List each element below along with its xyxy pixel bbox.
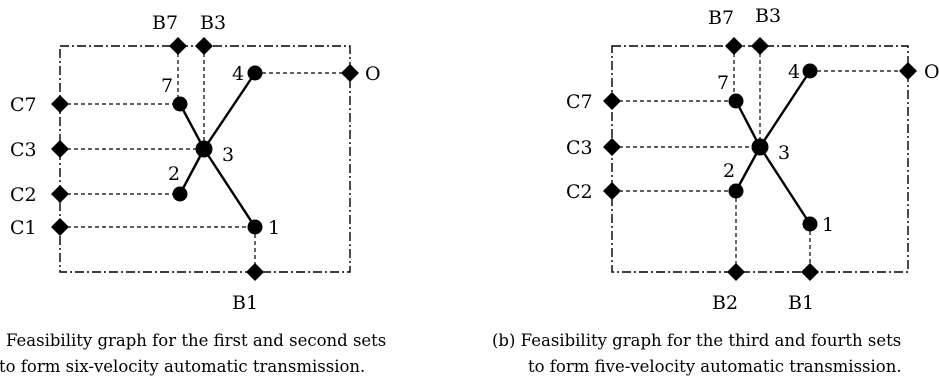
label-B2: B2 (712, 292, 738, 314)
label-O: O (365, 63, 381, 85)
label-node-1: 1 (268, 217, 280, 239)
node-3 (195, 140, 213, 158)
node-4 (247, 65, 263, 81)
node-1 (802, 216, 818, 232)
label-node-2: 2 (723, 160, 735, 182)
caption-a-line1: (a) Feasibility graph for the first and … (0, 331, 386, 350)
label-C1: C1 (10, 217, 37, 239)
node-2 (728, 183, 744, 199)
diamond-C1 (51, 218, 69, 236)
nodes (728, 63, 818, 232)
diagram-b: B7 B3 O C7 C3 C2 7 4 3 2 1 B2 B1 (b) Fea… (492, 5, 939, 376)
label-node-1: 1 (822, 214, 834, 236)
diamond-B7 (725, 37, 743, 55)
diamond-B7 (169, 37, 187, 55)
node-1 (247, 219, 263, 235)
ground-frame (59, 45, 351, 273)
label-C2: C2 (10, 184, 37, 206)
diamond-C3 (603, 138, 621, 156)
caption-b-line2: to form five-velocity automatic transmis… (528, 357, 902, 376)
label-C2: C2 (566, 181, 593, 203)
label-B3: B3 (755, 5, 781, 27)
label-C3: C3 (566, 137, 593, 159)
label-node-3: 3 (778, 142, 790, 164)
label-B1: B1 (232, 292, 258, 314)
diamond-C2 (603, 182, 621, 200)
diamond-C7 (51, 95, 69, 113)
lever-lines (178, 72, 257, 228)
element-diamonds (51, 37, 359, 281)
label-C7: C7 (566, 91, 593, 113)
node-7 (172, 96, 188, 112)
label-node-2: 2 (168, 163, 180, 185)
ground-frame (611, 45, 909, 273)
diamond-B2 (727, 263, 745, 281)
label-C7: C7 (10, 94, 37, 116)
node-4 (802, 63, 818, 79)
caption-b-line1: (b) Feasibility graph for the third and … (492, 331, 901, 350)
node-2 (172, 186, 188, 202)
diamond-B1 (801, 263, 819, 281)
diagram-a: B7 B3 O C7 C3 C2 C1 7 4 3 2 1 B1 (a) Fea… (0, 12, 386, 376)
diamond-C2 (51, 185, 69, 203)
label-C3: C3 (10, 139, 37, 161)
element-diamonds (603, 37, 917, 281)
diamond-B1 (246, 263, 264, 281)
label-node-4: 4 (788, 61, 800, 83)
node-7 (728, 93, 744, 109)
diamond-O (899, 62, 917, 80)
label-B7: B7 (152, 12, 178, 34)
diamond-B3 (751, 37, 769, 55)
diamond-C3 (51, 140, 69, 158)
node-3 (751, 138, 769, 156)
diamond-B3 (195, 37, 213, 55)
label-node-4: 4 (232, 63, 244, 85)
label-node-3: 3 (222, 144, 234, 166)
diamond-O (341, 64, 359, 82)
label-B7: B7 (708, 7, 734, 29)
nodes (172, 65, 263, 235)
connection-lines (60, 46, 350, 272)
connection-lines (612, 46, 908, 272)
label-O: O (924, 61, 939, 83)
label-node-7: 7 (717, 72, 729, 94)
label-B1: B1 (788, 292, 814, 314)
caption-a-line2: to form six-velocity automatic transmiss… (0, 357, 365, 376)
label-B3: B3 (200, 12, 226, 34)
diamond-C7 (603, 92, 621, 110)
label-node-7: 7 (161, 75, 173, 97)
